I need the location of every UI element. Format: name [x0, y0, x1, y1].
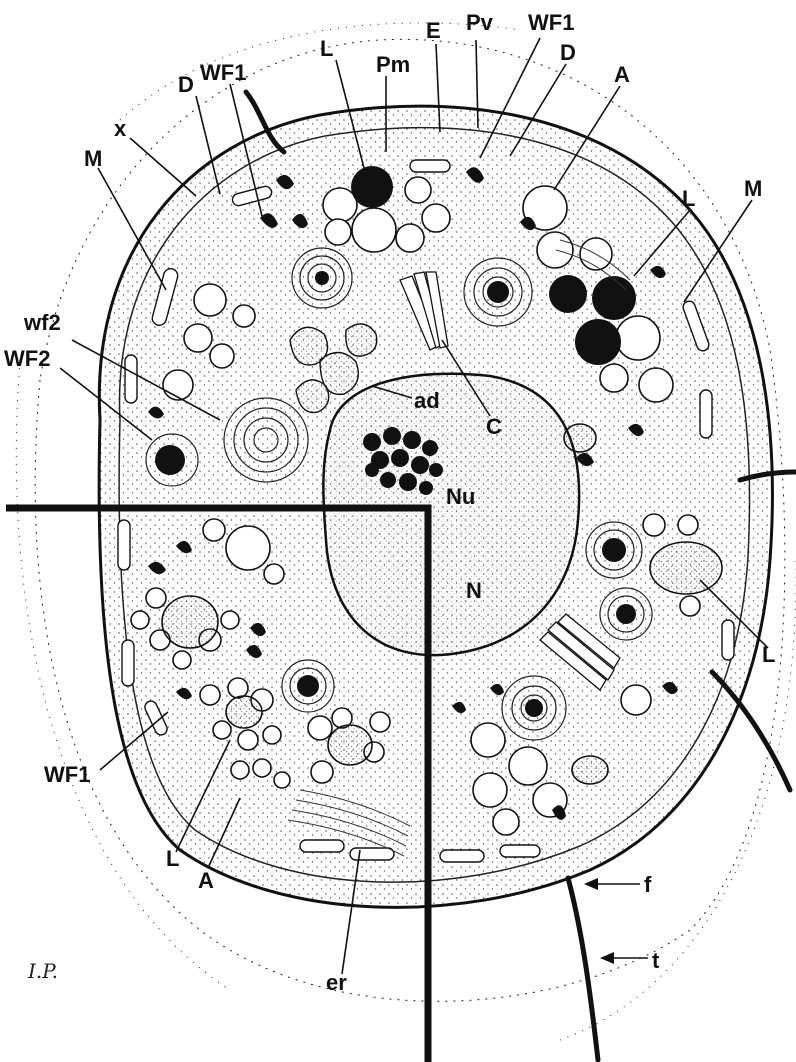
artist-signature: I.P. — [27, 959, 58, 983]
label-Nu: Nu — [446, 484, 475, 509]
label-C: C — [486, 414, 502, 439]
nucleus — [323, 374, 579, 655]
label-L-right-lower: L — [762, 642, 775, 667]
label-A-top-right: A — [614, 62, 630, 87]
label-M-left: M — [84, 146, 102, 171]
arrow-f — [584, 878, 640, 890]
label-Pv: Pv — [466, 10, 494, 35]
label-wf2: wf2 — [23, 310, 61, 335]
label-ad: ad — [414, 388, 440, 413]
label-f: f — [644, 872, 652, 897]
label-WF1-top-right: WF1 — [528, 10, 574, 35]
label-t: t — [652, 948, 660, 973]
label-D-top-right: D — [560, 40, 576, 65]
label-WF2: WF2 — [4, 346, 50, 371]
label-WF1-bottom-left: WF1 — [44, 762, 90, 787]
label-Pm: Pm — [376, 52, 410, 77]
label-L-right: L — [682, 186, 695, 211]
label-WF1-top-left: WF1 — [200, 60, 246, 85]
label-D-top-left: D — [178, 72, 194, 97]
label-L-top: L — [320, 36, 333, 61]
arrow-t — [600, 952, 648, 964]
label-A-bottom-left: A — [198, 868, 214, 893]
label-N: N — [466, 578, 482, 603]
label-M-right: M — [744, 176, 762, 201]
label-L-bottom-left: L — [166, 846, 179, 871]
label-er: er — [326, 970, 347, 995]
label-E: E — [426, 18, 441, 43]
label-x: x — [114, 116, 127, 141]
